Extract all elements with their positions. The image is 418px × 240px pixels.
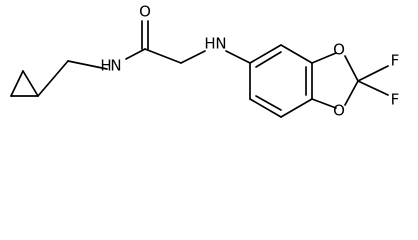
bond-ch2-n	[67, 60, 108, 70]
structure-drawing: O N H N H O O F F	[10, 3, 400, 120]
bond-cp-1	[10, 70, 24, 97]
bond-ring-2	[280, 44, 313, 64]
bond-o-bottom-cf2	[344, 80, 359, 106]
bond-cp-ch2	[37, 60, 69, 97]
atom-n-amine: N	[215, 35, 226, 53]
bond-cf2-f-top	[357, 65, 389, 82]
atom-f-top: F	[391, 52, 400, 70]
atom-o-ring-bottom: O	[333, 102, 345, 120]
bond-ring-5	[249, 98, 282, 118]
bond-nh-ring	[225, 50, 251, 64]
atom-o-carbonyl: O	[139, 3, 151, 21]
atom-o-ring-top: O	[333, 41, 345, 59]
molecule-diagram: O N H N H O O F F	[10, 3, 400, 120]
bond-ring-o-top	[311, 52, 337, 64]
atom-n-amide: N	[110, 57, 121, 75]
bond-ring-1	[249, 44, 282, 64]
bond-ring-inner-1	[255, 51, 282, 68]
bond-ch2-nh	[180, 50, 206, 64]
bond-ring-4	[280, 98, 313, 118]
bond-carbonyl-ch2	[144, 48, 182, 64]
bond-cp-3	[22, 70, 39, 97]
atom-f-bottom: F	[391, 91, 400, 109]
atom-h-amine: H	[204, 35, 215, 53]
bond-ring-inner-3	[255, 95, 282, 111]
bond-o-top-cf2	[344, 55, 359, 82]
bond-n-carbonyl	[125, 48, 146, 60]
bond-cf2-f-bottom	[357, 80, 389, 96]
atom-h-amide: H	[100, 57, 111, 75]
bond-ring-o-bottom	[311, 98, 337, 109]
